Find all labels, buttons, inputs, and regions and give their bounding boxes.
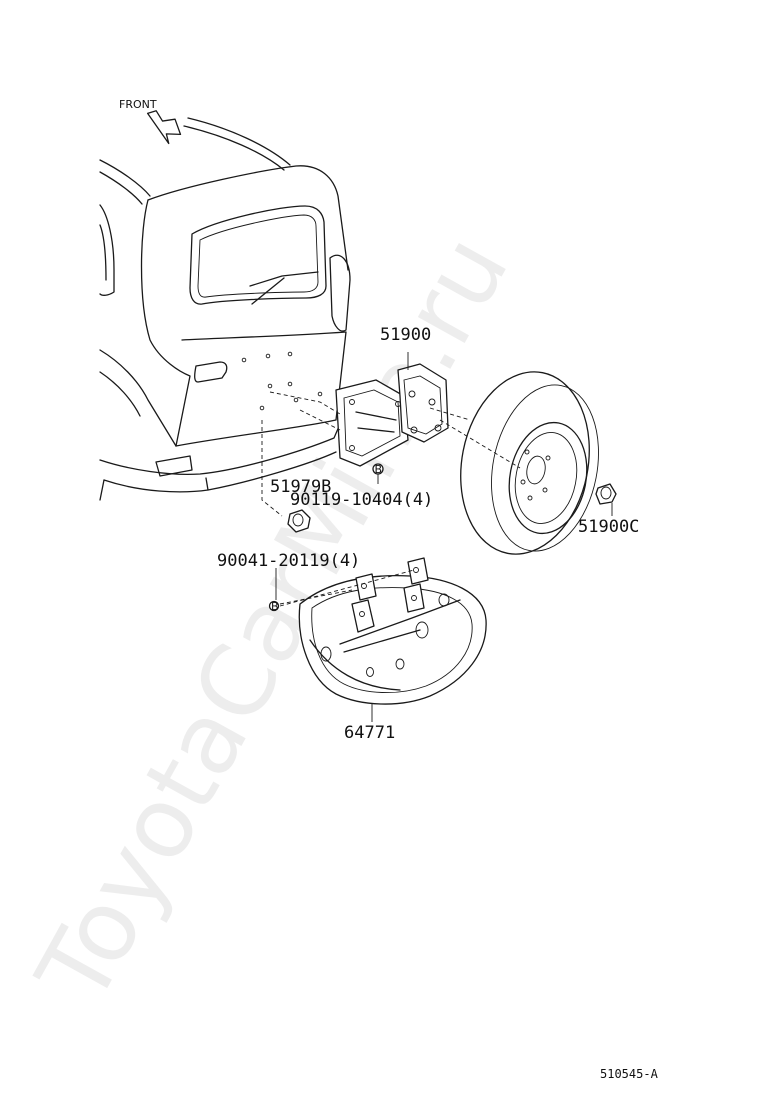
leader-lines bbox=[261, 352, 613, 722]
cover-bolt: B bbox=[268, 600, 280, 613]
label-cover: 64771 bbox=[344, 723, 395, 743]
label-cap: 51979B bbox=[270, 477, 331, 497]
svg-text:B: B bbox=[375, 463, 383, 476]
cap bbox=[287, 509, 311, 533]
diagram-code: 510545-A bbox=[600, 1067, 659, 1081]
label-bolt-cover: 90041-20119(4) bbox=[217, 551, 360, 571]
callout-marker: B bbox=[372, 463, 384, 476]
carrier-bracket bbox=[335, 363, 449, 467]
label-bolt: 90119-10404(4) bbox=[290, 490, 433, 510]
label-nut: 51900C bbox=[578, 517, 639, 537]
spare-tire bbox=[460, 371, 599, 555]
vehicle-rear-body bbox=[99, 117, 351, 501]
front-label: FRONT bbox=[119, 98, 157, 111]
svg-text:B: B bbox=[271, 600, 279, 613]
spare-cover bbox=[298, 557, 487, 705]
label-carrier-bracket: 51900 bbox=[380, 325, 431, 345]
front-arrow-icon: FRONT bbox=[119, 98, 182, 145]
wheel-nut bbox=[595, 483, 617, 505]
